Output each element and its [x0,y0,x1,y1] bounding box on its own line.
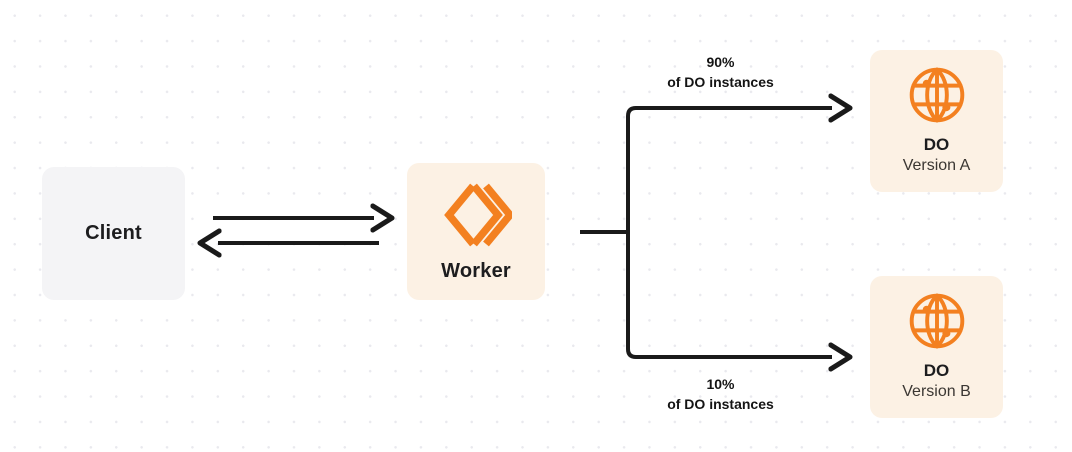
edge-label-do-b: 10% of DO instances [628,374,813,415]
cloudflare-workers-icon [440,180,515,250]
worker-label: Worker [441,260,511,282]
do-a-subtitle: Version A [902,157,971,175]
node-do-version-a[interactable]: DO Version A [870,50,1003,192]
edge-worker-to-do-b [626,232,832,357]
node-client[interactable]: Client [42,167,185,300]
do-a-title: DO [923,134,950,154]
globe-icon [907,291,967,351]
edge-label-do-a-detail: of DO instances [667,74,774,91]
edge-label-do-b-detail: of DO instances [667,396,774,413]
do-b-title: DO [923,360,950,380]
edge-label-do-a: 90% of DO instances [628,52,813,93]
edge-worker-to-do-a [626,108,832,232]
globe-icon [907,65,967,125]
client-label: Client [85,222,142,244]
do-b-subtitle: Version B [902,383,971,401]
edge-label-do-a-percent: 90% [706,54,735,70]
node-do-version-b[interactable]: DO Version B [870,276,1003,418]
node-worker[interactable]: Worker [407,163,545,300]
edge-label-do-b-percent: 10% [706,376,735,392]
